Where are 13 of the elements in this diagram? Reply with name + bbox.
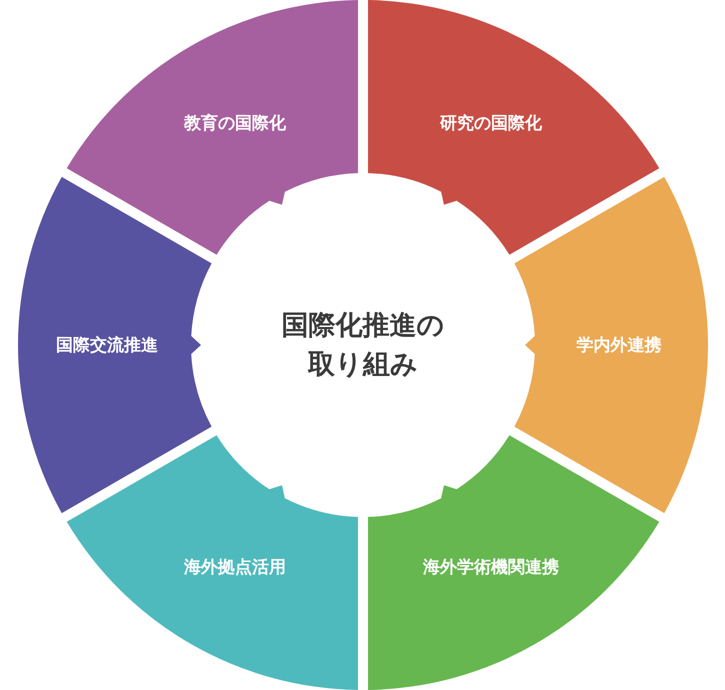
center-title: 国際化推進の取り組み: [280, 308, 446, 382]
ring-segment: [66, 0, 359, 255]
segment-label: 学内外連携: [576, 334, 662, 356]
segment-label: 海外拠点活用: [184, 556, 286, 578]
ring-segment: [514, 176, 708, 514]
ring-segment: [367, 435, 660, 690]
ring-segment: [367, 0, 660, 255]
ring-segment: [18, 176, 212, 514]
segment-label: 国際交流推進: [56, 334, 158, 356]
segment-label: 研究の国際化: [440, 112, 542, 135]
segment-label: 教育の国際化: [184, 112, 286, 135]
ring-segment: [66, 435, 359, 690]
segment-label: 海外学術機関連携: [423, 556, 559, 578]
